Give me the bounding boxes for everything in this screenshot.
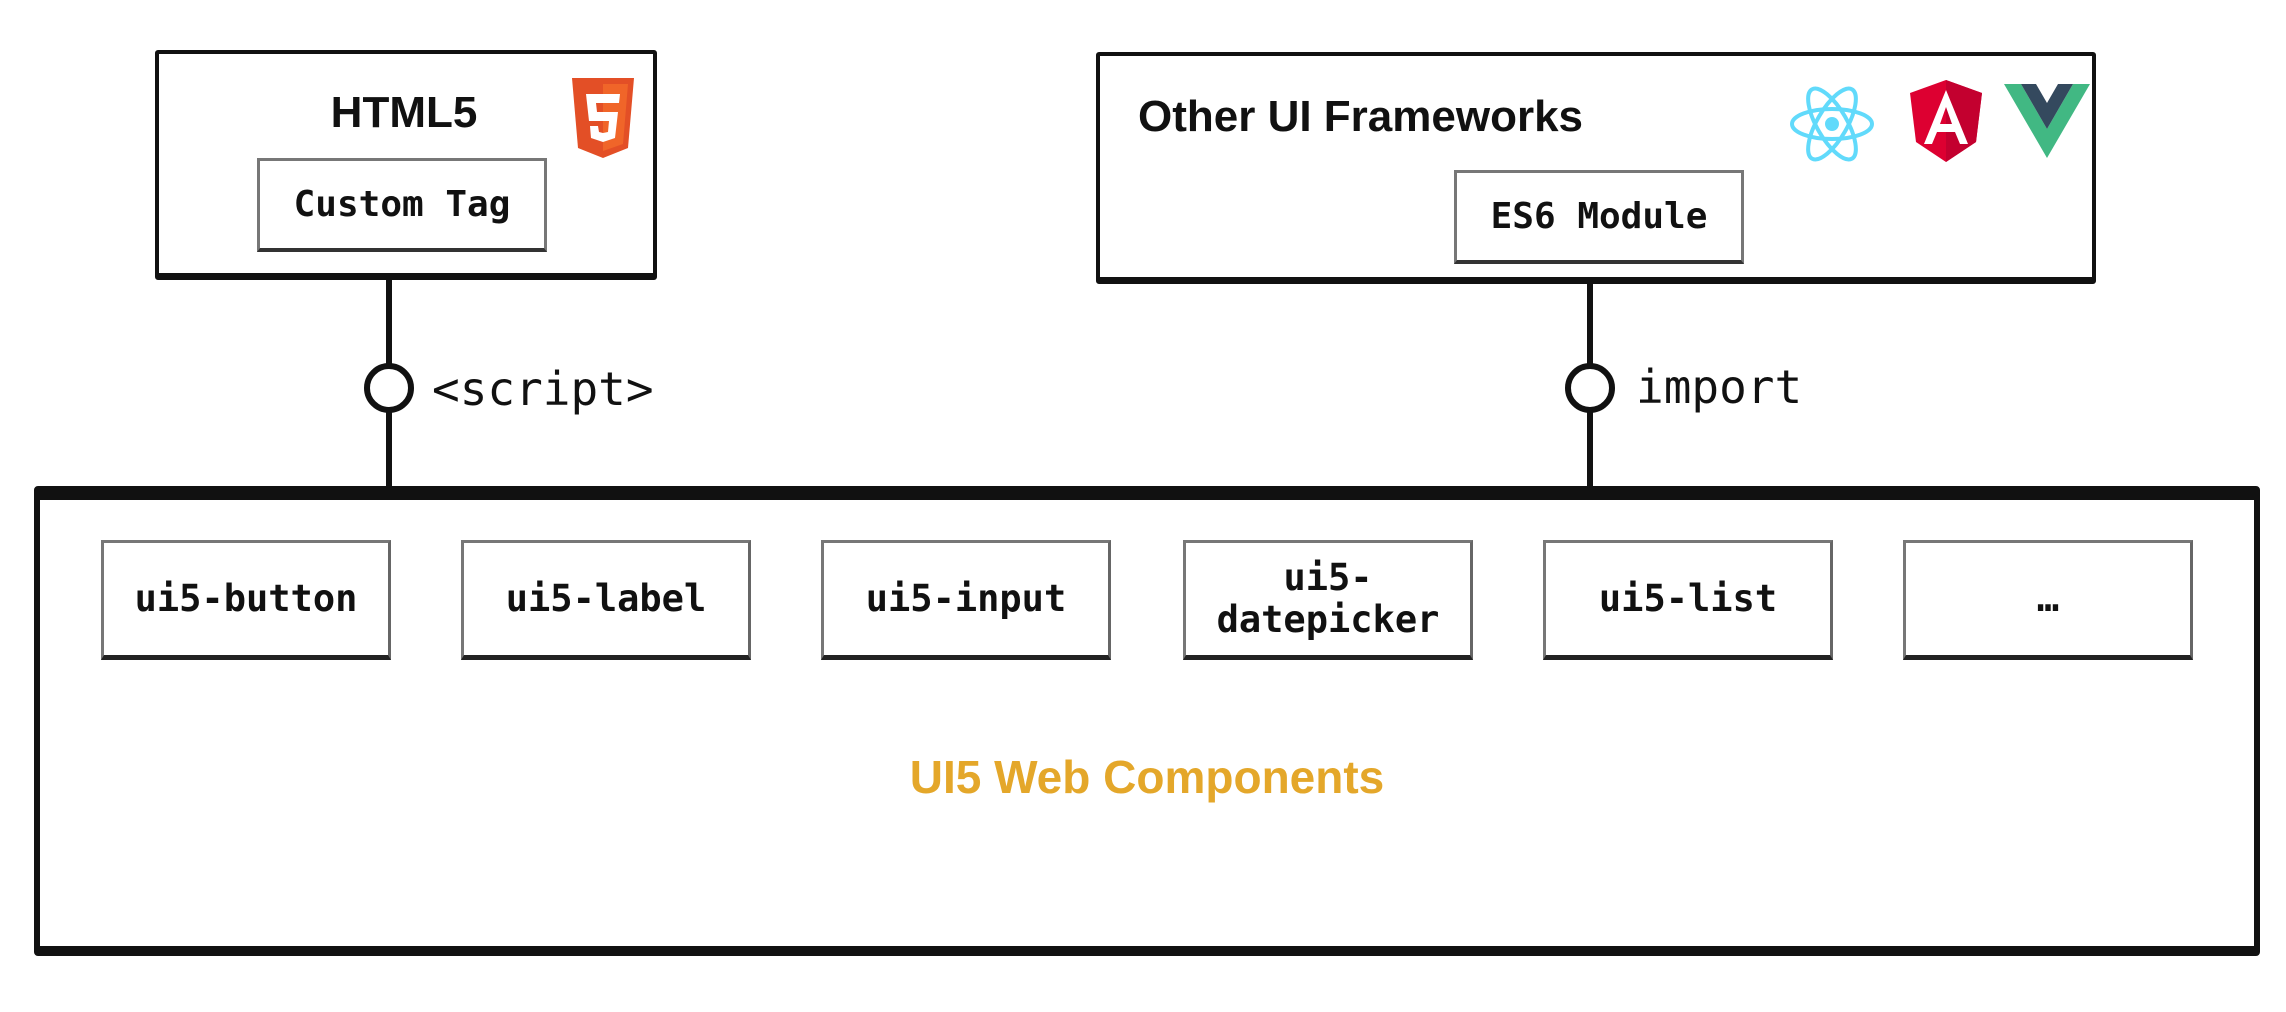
import-connector-line-bottom <box>1587 412 1593 494</box>
component-box: ui5-button <box>101 540 391 660</box>
frameworks-title: Other UI Frameworks <box>1138 92 1584 141</box>
custom-tag-label: Custom Tag <box>293 184 511 225</box>
html5-logo-icon <box>572 78 634 158</box>
component-box: … <box>1903 540 2193 660</box>
ui5-web-components-title: UI5 Web Components <box>909 751 1385 803</box>
html5-title: HTML5 <box>330 88 478 137</box>
component-box: ui5-label <box>461 540 751 660</box>
html5-connector-line-bottom <box>386 412 392 494</box>
ui5-web-components-box <box>34 486 2260 956</box>
import-connector-socket <box>1565 363 1615 413</box>
component-box: ui5-list <box>1543 540 1833 660</box>
import-connector-label: import <box>1636 360 1803 414</box>
frameworks-box: Other UI Frameworks ES6 Module <box>1096 52 2096 284</box>
es6-module-box: ES6 Module <box>1454 170 1744 264</box>
component-box: ui5- datepicker <box>1183 540 1473 660</box>
html5-connector-socket <box>364 363 414 413</box>
custom-tag-box: Custom Tag <box>257 158 547 252</box>
component-label: ui5-list <box>1598 577 1778 620</box>
vue-logo-icon <box>2004 84 2090 158</box>
es6-module-label: ES6 Module <box>1490 196 1708 237</box>
component-label: … <box>2036 577 2060 620</box>
react-logo-icon <box>1790 86 1874 162</box>
angular-logo-icon <box>1910 80 1982 162</box>
import-connector-line-top <box>1587 282 1593 366</box>
component-label: ui5-button <box>134 577 358 620</box>
component-label: ui5-label <box>505 577 707 620</box>
html5-connector-line-top <box>386 278 392 366</box>
html5-box: HTML5 Custom Tag <box>155 50 657 280</box>
script-connector-label: <script> <box>432 362 654 416</box>
component-label: ui5- datepicker <box>1216 556 1440 641</box>
component-box: ui5-input <box>821 540 1111 660</box>
component-label: ui5-input <box>865 577 1067 620</box>
